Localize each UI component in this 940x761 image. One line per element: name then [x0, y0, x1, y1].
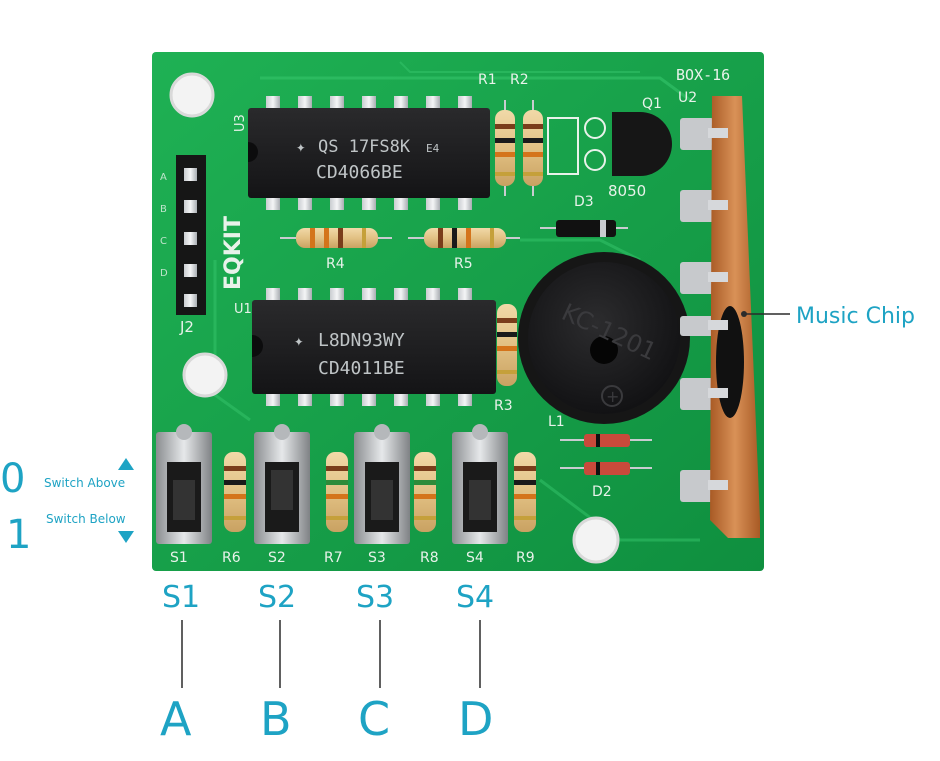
q1-part-label: 8050	[608, 182, 646, 200]
u2-label: U2	[678, 90, 697, 106]
diode-d3: D3	[540, 194, 628, 237]
chip-u3-mark: E4	[426, 142, 440, 155]
resistor-r4	[280, 228, 392, 248]
state-one-label: 1	[6, 512, 31, 558]
header-pin-label: D	[160, 268, 168, 279]
pin-header-j2: J2 A B C D	[160, 155, 206, 336]
music-chip-callout: Music Chip	[741, 304, 915, 329]
switch-callouts: S1 S2 S3 S4 A B C D	[160, 580, 494, 746]
input-letter-d: D	[458, 692, 493, 746]
buzzer: KC-1201 +	[518, 252, 690, 424]
resistor-r2	[523, 100, 543, 196]
r6-label: R6	[222, 550, 241, 566]
header-pin-label: B	[160, 204, 167, 215]
input-letter-b: B	[260, 692, 292, 746]
l1-label: L1	[548, 414, 565, 430]
switch-s1: S1	[156, 424, 212, 566]
resistor-r1	[495, 100, 515, 196]
q1-label: Q1	[642, 96, 662, 112]
resistor-r9: R9	[514, 452, 536, 566]
d2-label: D2	[592, 484, 612, 500]
music-chip-label: Music Chip	[796, 304, 915, 329]
r1-label: R1	[478, 72, 497, 88]
switch-s3: S3	[354, 424, 410, 566]
chip-u1-lot: L8DN93WY	[318, 330, 405, 351]
r2-label: R2	[510, 72, 529, 88]
switch-callout-s4: S4	[456, 580, 494, 615]
buzzer-polarity: +	[606, 387, 619, 406]
r7-label: R7	[324, 550, 343, 566]
r3-label: R3	[494, 398, 513, 414]
switch-s2: S2	[254, 424, 310, 566]
mounting-hole	[182, 352, 228, 398]
mounting-hole	[572, 516, 620, 564]
s4-board-label: S4	[466, 550, 484, 566]
header-pin-label: C	[160, 236, 167, 247]
switch-callout-s1: S1	[162, 580, 200, 615]
model-label: BOX-16	[676, 66, 730, 84]
resistor-r6: R6	[222, 452, 246, 566]
diode-d2: D2	[560, 462, 652, 500]
d3-label: D3	[574, 194, 594, 210]
chip-u3-part: CD4066BE	[316, 162, 403, 183]
input-letter-c: C	[358, 692, 390, 746]
mounting-hole	[169, 72, 215, 118]
r8-label: R8	[420, 550, 439, 566]
switch-callout-s2: S2	[258, 580, 296, 615]
chip-u1-ref: U1	[234, 302, 252, 317]
switch-s4: S4	[452, 424, 508, 566]
chip-u3-ref: U3	[233, 114, 248, 132]
header-pin-label: A	[160, 172, 167, 183]
arrow-up-icon	[118, 458, 134, 470]
switch-above-label: Switch Above	[44, 476, 125, 490]
brand-label: EQKIT	[221, 216, 246, 290]
header-label: J2	[179, 318, 194, 336]
resistor-r7: R7	[324, 452, 348, 566]
resistor-r8: R8	[414, 452, 439, 566]
chip-u1-part: CD4011BE	[318, 358, 405, 379]
ic-u3: U3 ✦ QS 17FS8K E4 CD4066BE	[233, 96, 490, 210]
s2-board-label: S2	[268, 550, 286, 566]
s1-board-label: S1	[170, 550, 188, 566]
s3-board-label: S3	[368, 550, 386, 566]
switch-below-label: Switch Below	[46, 512, 126, 526]
ti-logo-icon: ✦	[294, 331, 304, 350]
state-zero-label: 0	[0, 456, 25, 502]
input-letter-a: A	[160, 692, 192, 746]
transistor-q1: Q1 8050	[547, 96, 672, 200]
switch-state-legend: 0 Switch Above Switch Below 1	[0, 456, 134, 558]
r5-label: R5	[454, 256, 473, 272]
r9-label: R9	[516, 550, 535, 566]
resistor-r3	[497, 304, 517, 386]
diode-d1	[560, 434, 652, 447]
chip-u3-lot: QS 17FS8K	[318, 137, 411, 157]
music-chip-u2: U2	[678, 90, 760, 538]
switch-callout-s3: S3	[356, 580, 394, 615]
r4-label: R4	[326, 256, 345, 272]
resistor-r5	[408, 228, 520, 248]
ti-logo-icon: ✦	[296, 137, 306, 156]
arrow-down-icon	[118, 531, 134, 543]
ic-u1: U1 ✦ L8DN93WY CD4011BE	[234, 288, 496, 406]
